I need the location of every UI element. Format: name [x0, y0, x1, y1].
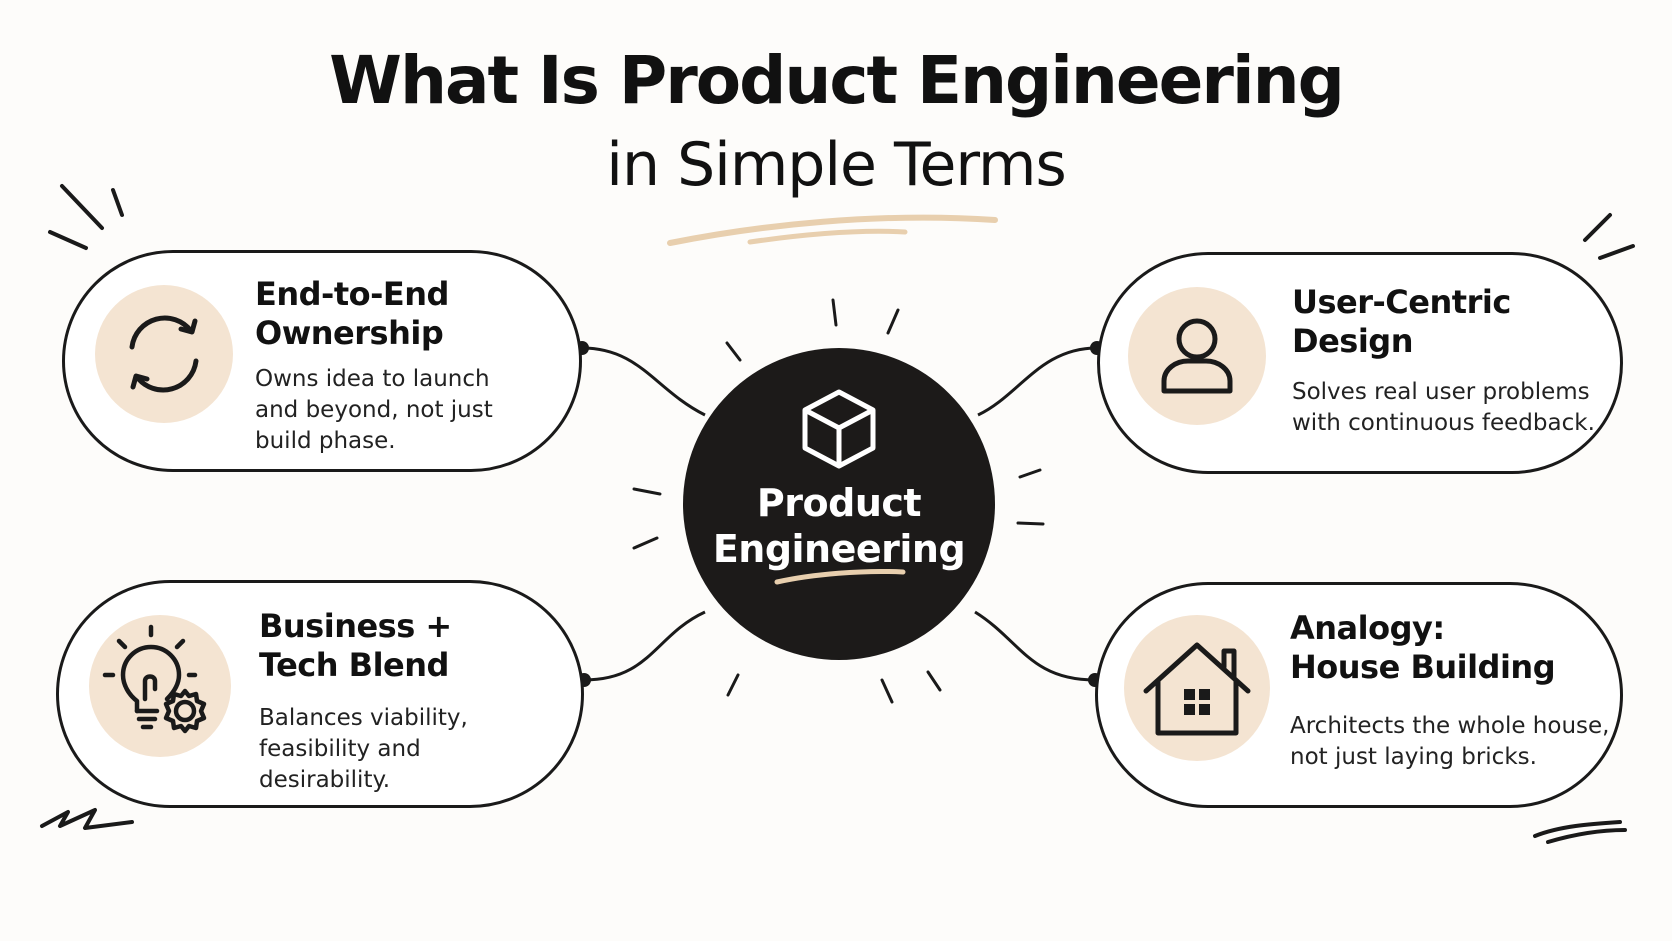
spark-top-left — [48, 184, 124, 250]
card-description: Balances viability, feasibility and desi… — [259, 703, 468, 796]
card-desc-line3: build phase. — [255, 428, 396, 454]
card-desc-line2: feasibility and — [259, 736, 421, 762]
refresh-cycle-icon — [129, 315, 199, 393]
center-node: Product Engineering — [683, 348, 995, 660]
card-title-line2: Ownership — [255, 314, 444, 352]
house-icon — [1143, 642, 1251, 736]
center-label-line1: Product — [756, 481, 922, 525]
card-description: Solves real user problems with continuou… — [1292, 377, 1595, 439]
card-desc-line1: Owns idea to launch — [255, 366, 490, 392]
card-desc-line2: with continuous feedback. — [1292, 410, 1595, 436]
card-user-centric-design: User-Centric Design Solves real user pro… — [1097, 252, 1623, 474]
lightbulb-gear-icon — [102, 624, 207, 734]
center-label-line2: Engineering — [712, 527, 966, 571]
card-title-line1: User-Centric — [1292, 283, 1511, 321]
icon-badge — [95, 285, 233, 423]
card-title: Business + Tech Blend — [259, 607, 452, 685]
card-title: End-to-End Ownership — [255, 275, 449, 353]
connector-bottom-left — [583, 610, 706, 682]
card-title: User-Centric Design — [1292, 283, 1511, 361]
spark-top-right — [1583, 213, 1635, 260]
icon-badge — [89, 615, 231, 757]
page-subtitle: in Simple Terms — [606, 130, 1066, 200]
card-title: Analogy: House Building — [1290, 609, 1556, 687]
card-desc-line1: Solves real user problems — [1292, 379, 1590, 405]
connector-top-left — [581, 346, 706, 417]
card-desc-line1: Architects the whole house, — [1290, 713, 1610, 739]
card-title-line1: End-to-End — [255, 275, 449, 313]
card-title-line2: House Building — [1290, 648, 1556, 686]
user-icon — [1161, 318, 1233, 394]
card-end-to-end-ownership: End-to-End Ownership Owns idea to launch… — [62, 250, 582, 472]
icon-badge — [1128, 287, 1266, 425]
card-description: Owns idea to launch and beyond, not just… — [255, 364, 493, 457]
card-desc-line2: and beyond, not just — [255, 397, 493, 423]
card-desc-line2: not just laying bricks. — [1290, 744, 1537, 770]
card-house-building-analogy: Analogy: House Building Architects the w… — [1095, 582, 1623, 808]
icon-badge — [1124, 615, 1270, 761]
card-desc-line3: desirability. — [259, 767, 391, 793]
burst-strokes — [632, 298, 1045, 704]
title-underline — [667, 214, 998, 246]
center-underline — [774, 568, 906, 585]
page-title: What Is Product Engineering — [329, 42, 1345, 119]
card-description: Architects the whole house, not just lay… — [1290, 711, 1609, 773]
card-title-line2: Design — [1292, 322, 1413, 360]
squiggle-bottom-right — [1533, 820, 1627, 844]
squiggle-bottom-left — [40, 808, 134, 830]
card-desc-line1: Balances viability, — [259, 705, 468, 731]
connector-top-right — [977, 346, 1098, 417]
card-business-tech-blend: Business + Tech Blend Balances viability… — [56, 580, 584, 808]
card-title-line2: Tech Blend — [259, 646, 449, 684]
card-title-line1: Analogy: — [1290, 609, 1445, 647]
center-label: Product Engineering — [683, 480, 995, 572]
card-title-line1: Business + — [259, 607, 452, 645]
cube-icon — [802, 389, 876, 469]
connector-bottom-right — [974, 610, 1096, 682]
